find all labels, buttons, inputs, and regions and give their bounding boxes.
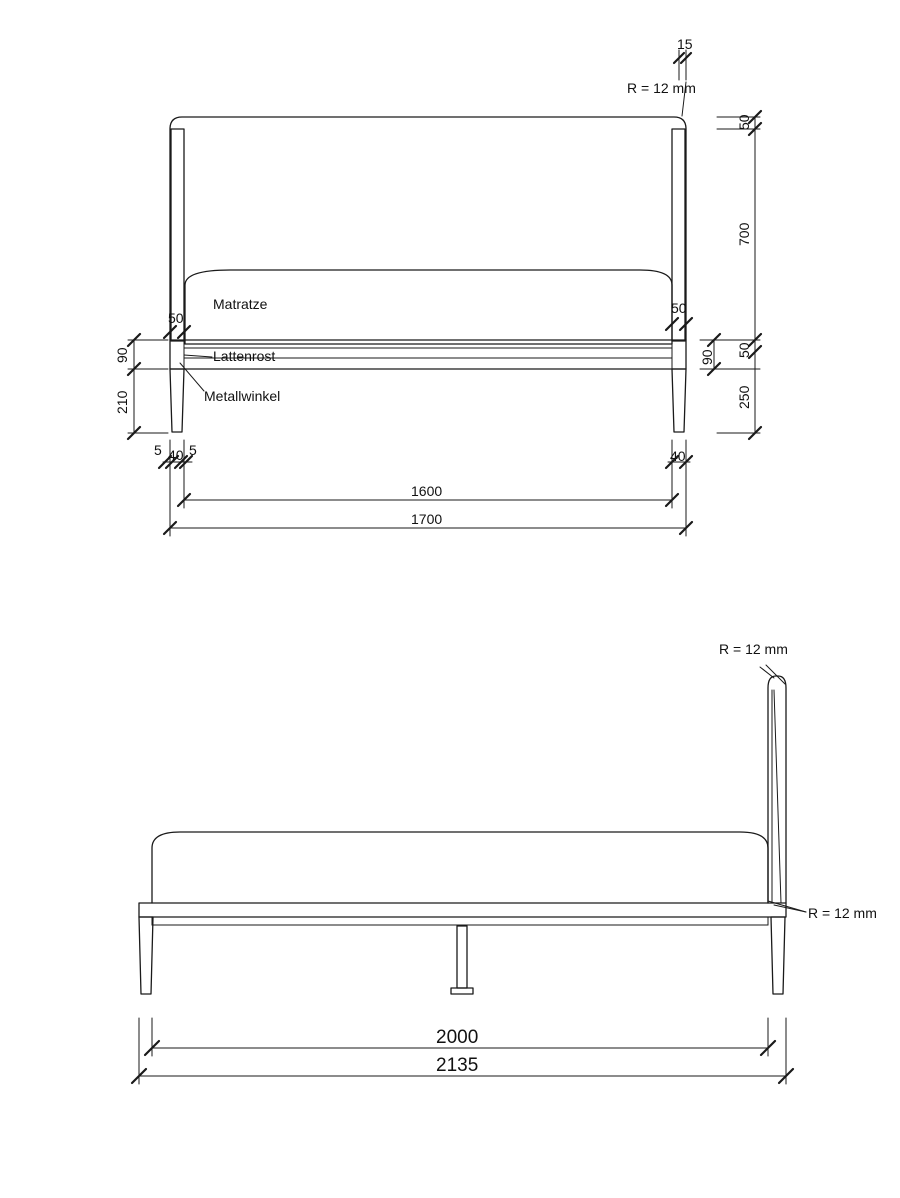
metal-bracket-label: Metallwinkel — [204, 388, 280, 404]
gap-left-dim: 5 — [154, 442, 162, 458]
right-rail-dim: 50 — [736, 342, 752, 358]
metal-bracket-leader — [179, 362, 205, 392]
post-thickness-tick-a — [672, 51, 686, 65]
right-headboard-top-dim: 50 — [736, 114, 752, 130]
left-rail-top-tick — [162, 324, 178, 340]
left-post — [170, 128, 185, 342]
radius-note-side-bottom: R = 12 mm — [808, 905, 877, 921]
slatted-frame-label: Lattenrost — [213, 348, 275, 364]
right-rail-height-dim: 90 — [699, 349, 715, 365]
left-dim-tick-3 — [126, 425, 142, 441]
right-rail-top-dim: 50 — [671, 300, 687, 316]
side-outer-tick-b — [777, 1067, 795, 1085]
left-leg-dim: 210 — [114, 390, 130, 414]
left-dim-tick-1 — [126, 332, 142, 348]
right-rail-tick-b — [706, 361, 722, 377]
outer-width-tick-b — [678, 520, 694, 536]
post-thickness-dim: 15 — [677, 36, 693, 52]
radius-note-front: R = 12 mm — [627, 80, 696, 96]
side-outer-tick-a — [130, 1067, 148, 1085]
right-rail-top-tick — [664, 316, 680, 332]
right-dim-tick-1 — [747, 109, 763, 125]
right-dim-tick-4 — [747, 344, 763, 360]
right-leg-dim: 250 — [736, 385, 752, 409]
side-view: R = 12 mm R = 12 mm 2000 2135 — [130, 641, 877, 1085]
bottom-left-tick-4 — [178, 454, 194, 470]
radius-leader-front — [681, 81, 687, 117]
gap-right-dim: 5 — [189, 442, 197, 458]
side-center-support — [456, 925, 468, 989]
right-dim-tick-2 — [747, 121, 763, 137]
radius-leader-side-bottom-b — [773, 904, 807, 913]
radius-leader-side-top-a — [759, 666, 775, 679]
right-rail-top-tick-b — [678, 316, 694, 332]
side-mattress-outline — [151, 831, 769, 904]
radius-leader-side-top-b — [765, 664, 786, 685]
outer-width-tick-a — [162, 520, 178, 536]
bottom-left-tick-1 — [157, 454, 173, 470]
outer-width-dim: 1700 — [411, 511, 442, 527]
right-dim-tick-5 — [747, 425, 763, 441]
bottom-left-tick-2 — [164, 454, 180, 470]
inner-width-tick-a — [176, 492, 192, 508]
bottom-left-tick-3 — [173, 454, 189, 470]
post-thickness-tick-b — [679, 51, 693, 65]
side-rail — [138, 902, 787, 918]
left-leg — [169, 368, 185, 433]
right-dim-tick-3 — [747, 332, 763, 348]
front-view: Matratze Lattenrost Metallwinkel R = 12 … — [114, 36, 763, 537]
right-rail-tick-a — [706, 332, 722, 348]
headboard-outline — [169, 116, 687, 341]
left-dim-tick-2 — [126, 361, 142, 377]
left-rail-top-dim: 50 — [168, 310, 184, 326]
leg-width-right-dim: 40 — [670, 448, 686, 464]
side-left-leg — [138, 916, 154, 995]
side-inner-tick-b — [759, 1039, 777, 1057]
left-rail-top-tick-b — [176, 324, 192, 340]
right-leg — [671, 368, 687, 433]
side-center-foot — [450, 987, 474, 995]
radius-note-side-top: R = 12 mm — [719, 641, 788, 657]
right-post — [671, 128, 686, 342]
side-headboard-inner — [773, 689, 782, 904]
right-headboard-height-dim: 700 — [736, 222, 752, 246]
slatted-frame-leader — [183, 354, 213, 358]
side-rail — [169, 339, 687, 370]
mattress-label: Matratze — [213, 296, 268, 312]
left-rail-height-dim: 90 — [114, 347, 130, 363]
side-inner-length-dim: 2000 — [436, 1027, 478, 1048]
leg-width-left-dim: 40 — [168, 447, 184, 463]
inner-width-tick-b — [664, 492, 680, 508]
side-outer-length-dim: 2135 — [436, 1055, 478, 1076]
inner-width-dim: 1600 — [411, 483, 442, 499]
side-inner-tick-a — [143, 1039, 161, 1057]
side-right-leg — [770, 916, 786, 995]
mattress-outline — [184, 269, 673, 345]
